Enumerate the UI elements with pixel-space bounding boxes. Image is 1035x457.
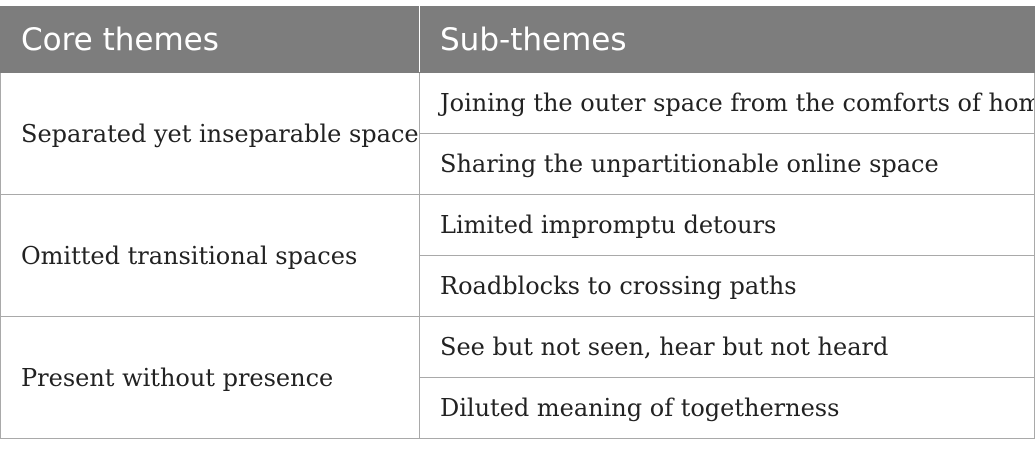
sub-theme-cell: Joining the outer space from the comfort… (419, 72, 1035, 134)
table-row: Present without presence See but not see… (0, 316, 1035, 439)
themes-table: Core themes Sub-themes Separated yet ins… (0, 6, 1035, 439)
table-row: Roadblocks to crossing paths (1, 255, 1035, 317)
sub-theme-cell: Roadblocks to crossing paths (419, 255, 1035, 317)
core-theme-cell: Separated yet inseparable spaces (0, 72, 420, 195)
core-theme-cell: Omitted transitional spaces (0, 194, 420, 317)
sub-theme-cell: See but not seen, hear but not heard (419, 316, 1035, 378)
table-row: Sharing the unpartitionable online space (1, 133, 1035, 195)
sub-theme-cell: Diluted meaning of togetherness (419, 377, 1035, 439)
sub-theme-cell: Sharing the unpartitionable online space (419, 133, 1035, 195)
core-theme-cell: Present without presence (0, 316, 420, 439)
table-body: Separated yet inseparable spaces Joining… (0, 72, 1035, 439)
table-row: Diluted meaning of togetherness (1, 377, 1035, 439)
table-header: Core themes Sub-themes (0, 6, 1035, 73)
header-sub-themes: Sub-themes (419, 6, 1035, 73)
header-row: Core themes Sub-themes (0, 6, 1035, 73)
header-core-themes: Core themes (0, 6, 420, 73)
sub-theme-cell: Limited impromptu detours (419, 194, 1035, 256)
table-row: Omitted transitional spaces Limited impr… (0, 194, 1035, 317)
table-row: Separated yet inseparable spaces Joining… (0, 72, 1035, 195)
